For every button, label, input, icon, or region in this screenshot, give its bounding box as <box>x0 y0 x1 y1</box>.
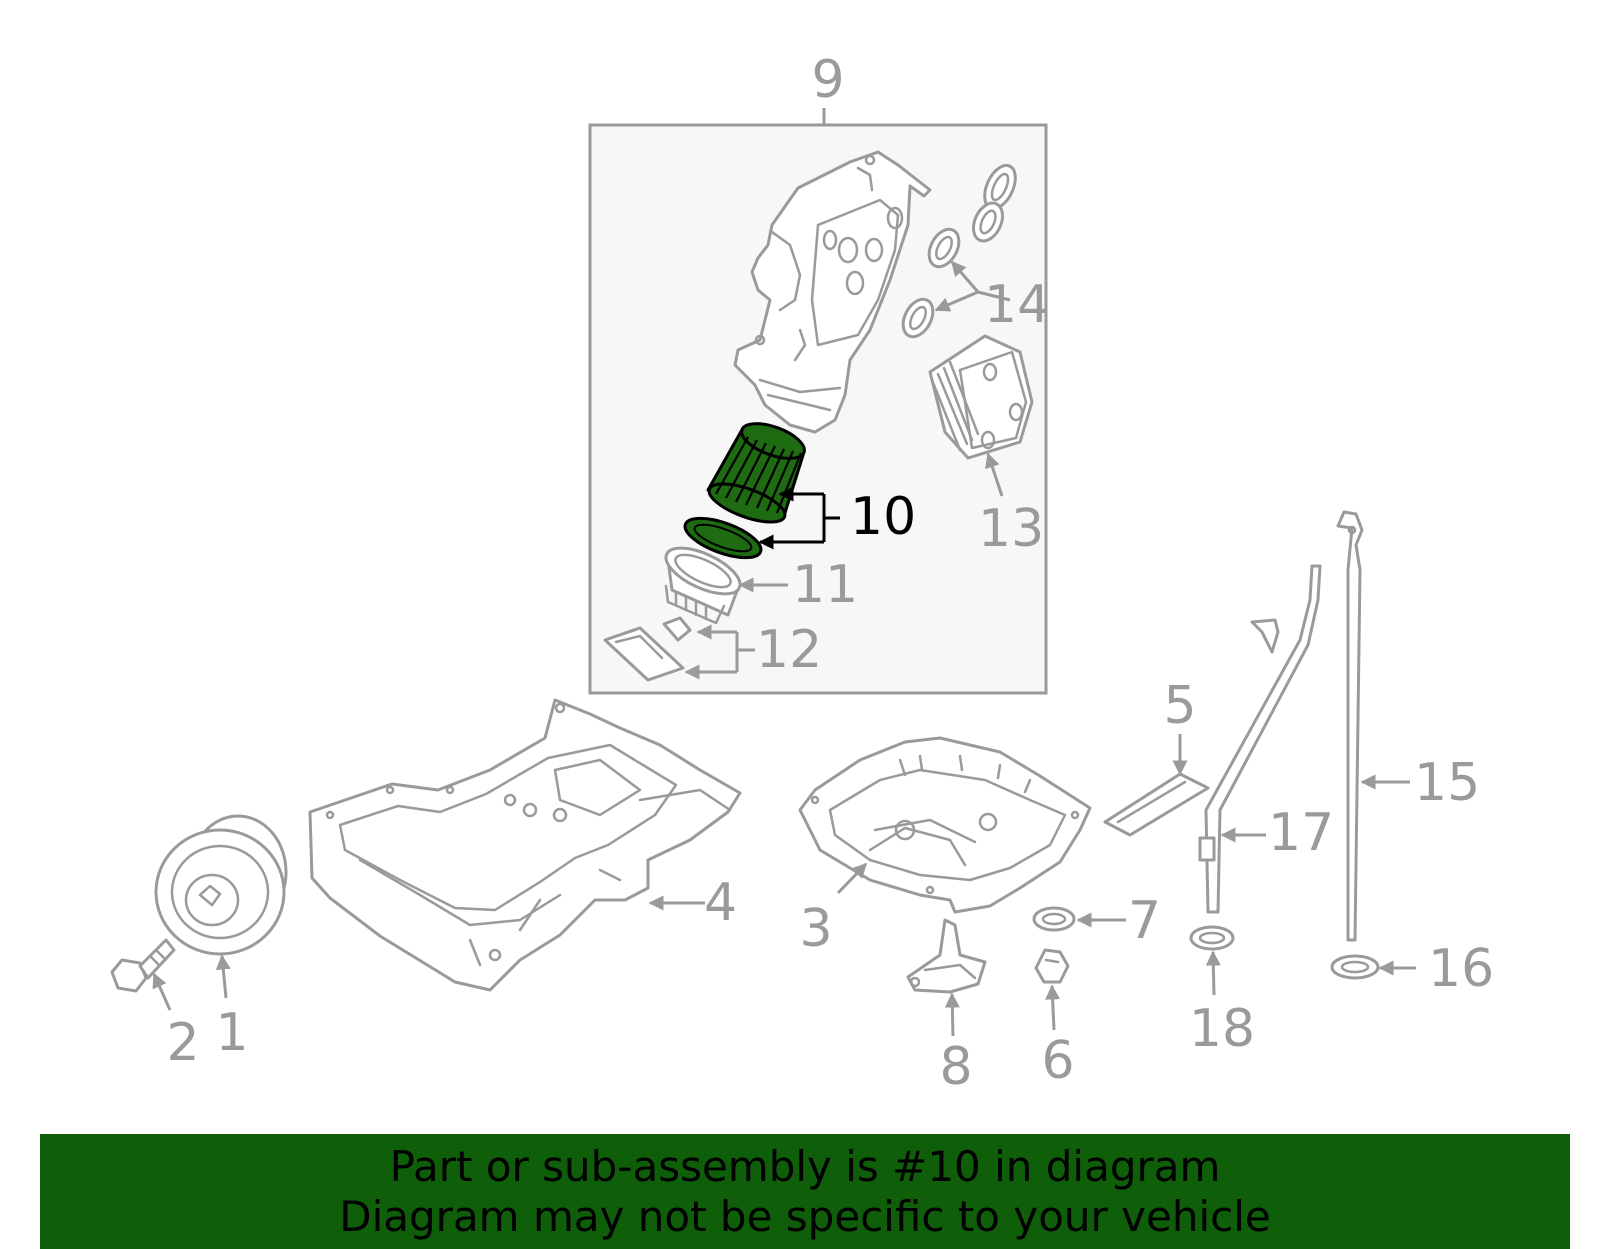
crankshaft-pulley-1 <box>154 814 288 956</box>
washer-16 <box>1330 954 1380 980</box>
dipstick-tube-17 <box>1198 564 1322 914</box>
callout-4: 4 <box>704 873 737 933</box>
callout-13: 13 <box>978 499 1044 559</box>
banner-line-1: Part or sub-assembly is #10 in diagram <box>389 1141 1221 1191</box>
callout-1: 1 <box>215 1003 248 1063</box>
callout-17: 17 <box>1268 803 1334 863</box>
callout-14: 14 <box>984 275 1050 335</box>
leaders <box>152 260 1416 1037</box>
callout-11: 11 <box>792 555 858 615</box>
oil-filter-housing <box>733 150 932 434</box>
callout-8: 8 <box>939 1037 972 1097</box>
gasket-7 <box>1032 906 1076 932</box>
callout-5: 5 <box>1163 676 1196 736</box>
drain-plug-6 <box>1034 948 1070 984</box>
callout-15: 15 <box>1414 753 1480 813</box>
dipstick-15 <box>1336 510 1364 942</box>
oil-level-sensor-8 <box>906 918 987 994</box>
callout-12: 12 <box>756 620 822 680</box>
callout-3: 3 <box>799 899 832 959</box>
callout-6: 6 <box>1041 1031 1074 1091</box>
oil-filter-gasket-10 <box>683 516 763 560</box>
oil-cooler-13 <box>928 334 1034 460</box>
info-banner: Part or sub-assembly is #10 in diagram D… <box>40 1134 1570 1249</box>
leader-10 <box>758 486 840 550</box>
lower-oil-pan-3 <box>798 736 1092 914</box>
o-rings-14 <box>901 163 1017 339</box>
filter-cap-11 <box>664 546 742 625</box>
washer-18 <box>1189 925 1235 951</box>
callout-2: 2 <box>166 1013 199 1073</box>
banner-line-2: Diagram may not be specific to your vehi… <box>339 1191 1271 1241</box>
callout-10: 10 <box>850 487 916 547</box>
callout-9: 9 <box>811 50 844 110</box>
baffle-5 <box>1103 772 1210 837</box>
upper-oil-pan-4 <box>308 698 742 992</box>
callout-7: 7 <box>1128 891 1161 951</box>
callout-16: 16 <box>1428 939 1494 999</box>
bolt-2 <box>110 938 176 993</box>
bracket-12 <box>603 616 692 682</box>
callout-18: 18 <box>1189 999 1255 1059</box>
